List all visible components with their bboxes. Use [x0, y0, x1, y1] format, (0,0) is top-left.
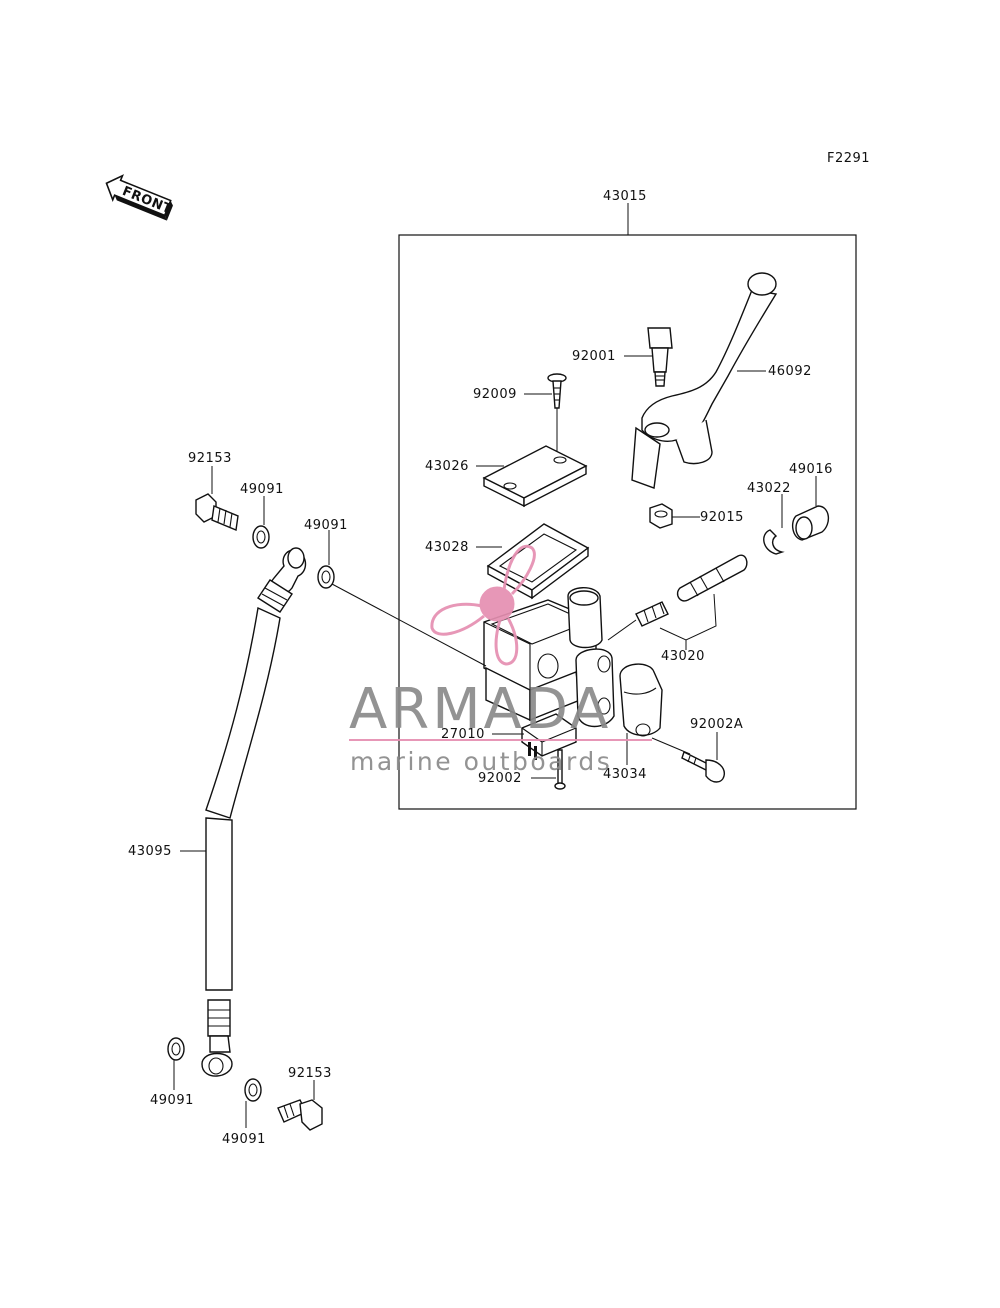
reservoir-cap: [482, 445, 588, 508]
label-43028: 43028: [425, 540, 469, 555]
lever-nut: [649, 503, 673, 529]
lever: [631, 272, 778, 489]
label-27010: 27010: [441, 727, 485, 742]
cap-screw: [547, 373, 567, 409]
master-cylinder-body: [483, 587, 615, 728]
label-49016: 49016: [789, 462, 833, 477]
label-43020: 43020: [661, 649, 705, 664]
label-92153-bottom: 92153: [288, 1066, 332, 1081]
retaining-ring: [763, 529, 785, 555]
label-49091-b: 49091: [304, 518, 348, 533]
switch-screw: [554, 749, 566, 790]
crush-washer-b: [317, 565, 335, 589]
reservoir-diaphragm: [486, 523, 590, 600]
brake-hose: [201, 547, 307, 1077]
propeller-logo-icon: [430, 544, 536, 666]
label-46092: 46092: [768, 364, 812, 379]
label-43015: 43015: [603, 189, 647, 204]
label-92015: 92015: [700, 510, 744, 525]
label-49091-c: 49091: [150, 1093, 194, 1108]
piston-kit: [635, 554, 748, 627]
brake-light-switch: [521, 713, 577, 760]
watermark-tagline: marine outboards: [350, 747, 612, 776]
handlebar-clamp: [619, 663, 663, 737]
banjo-bolt-upper: [195, 493, 239, 531]
banjo-bolt-lower: [277, 1099, 323, 1131]
label-92001: 92001: [572, 349, 616, 364]
label-92009: 92009: [473, 387, 517, 402]
crush-washer-c: [167, 1037, 185, 1061]
label-43022: 43022: [747, 481, 791, 496]
front-arrow-icon: FRONT: [105, 174, 174, 221]
clamp-bolt: [681, 751, 725, 783]
label-49091-a: 49091: [240, 482, 284, 497]
label-43034: 43034: [603, 767, 647, 782]
lever-pivot-bolt: [647, 327, 673, 387]
crush-washer-a: [252, 525, 270, 549]
crush-washer-d: [244, 1078, 262, 1102]
label-92002: 92002: [478, 771, 522, 786]
label-49091-d: 49091: [222, 1132, 266, 1147]
label-92002A: 92002A: [690, 717, 743, 732]
label-43026: 43026: [425, 459, 469, 474]
figure-code: F2291: [827, 151, 870, 166]
label-43095: 43095: [128, 844, 172, 859]
label-92153-top: 92153: [188, 451, 232, 466]
dust-boot: [791, 505, 829, 541]
watermark-brand: ARMADA: [349, 677, 611, 742]
watermark: ARMADA marine outboards: [349, 544, 652, 776]
